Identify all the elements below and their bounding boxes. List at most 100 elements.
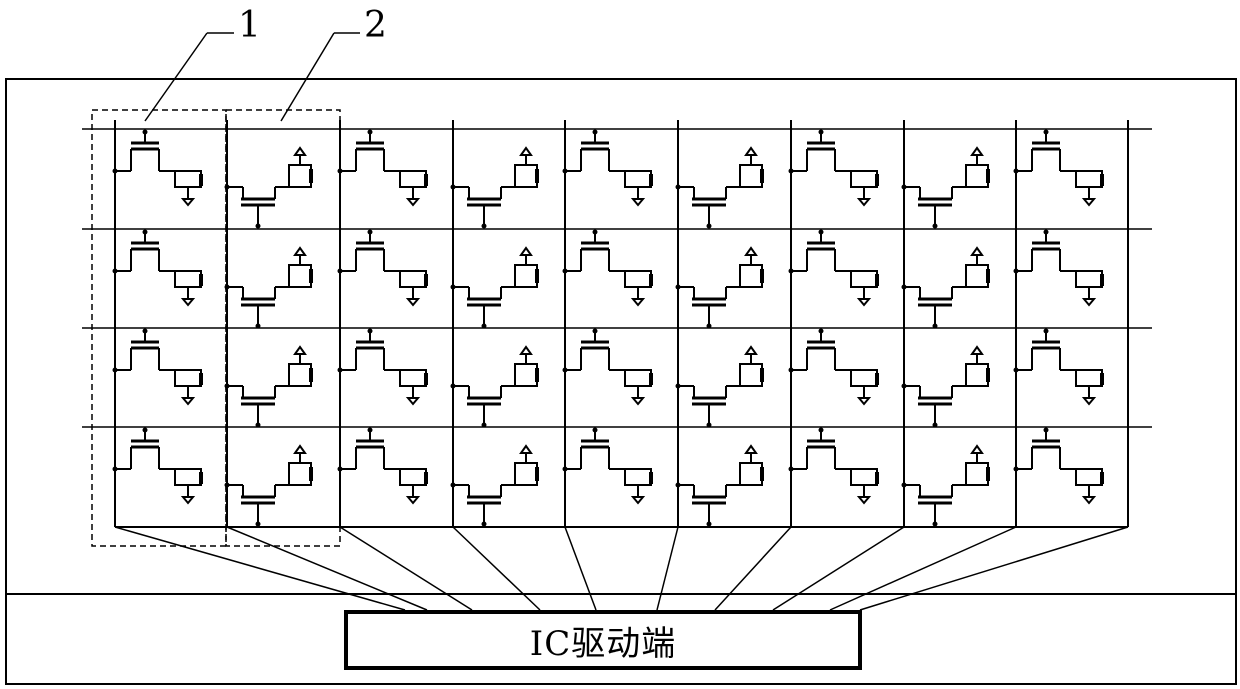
junction-dot	[482, 423, 487, 428]
pixel-cell	[113, 230, 202, 306]
ground-icon	[183, 497, 193, 503]
storage-loop	[289, 364, 311, 386]
junction-dot	[451, 384, 456, 389]
storage-loop	[400, 271, 426, 287]
storage-loop	[515, 364, 537, 386]
pixel-cell	[451, 446, 538, 527]
pixel-cell	[563, 130, 652, 206]
junction-dot	[676, 384, 681, 389]
pixel-cell	[451, 148, 538, 229]
ic-driver-box: IC驱动端	[344, 610, 862, 670]
junction-dot	[113, 368, 118, 373]
junction-dot	[676, 285, 681, 290]
junction-dot	[113, 169, 118, 174]
ground-icon	[408, 199, 418, 205]
junction-dot	[256, 522, 261, 527]
callout-label-2: 2	[364, 8, 387, 44]
pixel-cell	[676, 248, 763, 329]
storage-loop	[966, 165, 988, 187]
ground-icon	[633, 398, 643, 404]
storage-loop	[625, 171, 651, 187]
storage-loop	[740, 364, 762, 386]
storage-loop	[400, 469, 426, 485]
storage-loop	[966, 265, 988, 287]
storage-loop	[175, 469, 201, 485]
panel-frame	[6, 79, 1236, 684]
callout-label-1: 1	[238, 8, 261, 44]
fanout-wire	[860, 527, 1128, 610]
storage-loop	[1076, 370, 1102, 386]
storage-loop	[289, 463, 311, 485]
ground-icon	[859, 199, 869, 205]
junction-dot	[563, 467, 568, 472]
supply-icon	[521, 446, 531, 453]
pixel-cell	[563, 428, 652, 504]
pixel-cell	[789, 130, 878, 206]
supply-icon	[295, 148, 305, 155]
pixel-cell	[113, 329, 202, 405]
ground-icon	[633, 497, 643, 503]
storage-loop	[851, 469, 877, 485]
junction-dot	[676, 185, 681, 190]
storage-loop	[1076, 469, 1102, 485]
storage-loop	[175, 370, 201, 386]
storage-loop	[1076, 171, 1102, 187]
junction-dot	[789, 467, 794, 472]
ground-icon	[1084, 199, 1094, 205]
fanout-wire	[715, 527, 791, 610]
pixel-cell	[676, 148, 763, 229]
junction-dot	[482, 324, 487, 329]
junction-dot	[902, 384, 907, 389]
pixel-cell	[563, 329, 652, 405]
storage-loop	[625, 370, 651, 386]
storage-loop	[625, 469, 651, 485]
junction-dot	[933, 522, 938, 527]
ground-icon	[408, 299, 418, 305]
supply-icon	[746, 148, 756, 155]
ground-icon	[408, 398, 418, 404]
pixel-cell	[1014, 130, 1103, 206]
pixel-cell	[902, 148, 989, 229]
ground-icon	[183, 398, 193, 404]
supply-icon	[521, 148, 531, 155]
junction-dot	[563, 269, 568, 274]
supply-icon	[746, 347, 756, 354]
supply-icon	[295, 347, 305, 354]
ground-icon	[859, 398, 869, 404]
junction-dot	[113, 467, 118, 472]
junction-dot	[789, 169, 794, 174]
ground-icon	[859, 299, 869, 305]
pixel-cell	[902, 347, 989, 428]
junction-dot	[933, 224, 938, 229]
ground-icon	[859, 497, 869, 503]
storage-loop	[740, 265, 762, 287]
storage-loop	[1076, 271, 1102, 287]
storage-loop	[966, 364, 988, 386]
storage-loop	[740, 165, 762, 187]
junction-dot	[113, 269, 118, 274]
junction-dot	[789, 269, 794, 274]
storage-loop	[175, 271, 201, 287]
junction-dot	[1014, 169, 1019, 174]
pixel-cell	[113, 428, 202, 504]
supply-icon	[295, 446, 305, 453]
pixel-cell	[225, 347, 312, 428]
storage-loop	[740, 463, 762, 485]
supply-icon	[972, 248, 982, 255]
fanout-wire	[453, 527, 540, 610]
fanout-wire	[773, 527, 904, 610]
pixel-cell	[113, 130, 202, 206]
junction-dot	[1014, 467, 1019, 472]
supply-icon	[972, 347, 982, 354]
junction-dot	[451, 483, 456, 488]
pixel-cell	[338, 230, 427, 306]
storage-loop	[400, 370, 426, 386]
fanout-wire	[657, 527, 678, 610]
pixel-cell	[1014, 230, 1103, 306]
junction-dot	[482, 224, 487, 229]
storage-loop	[851, 370, 877, 386]
storage-loop	[851, 171, 877, 187]
supply-icon	[972, 148, 982, 155]
storage-loop	[966, 463, 988, 485]
pixel-cell	[1014, 428, 1103, 504]
